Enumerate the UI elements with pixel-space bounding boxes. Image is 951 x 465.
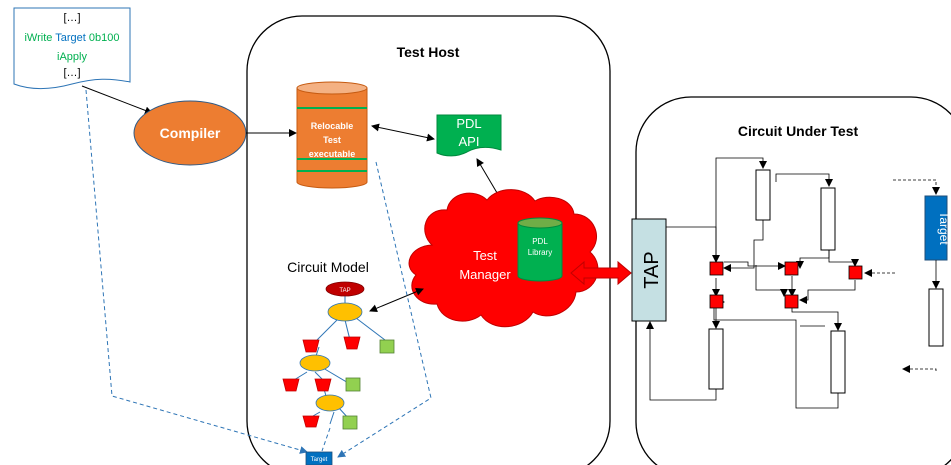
doc-value: 0b100	[89, 32, 120, 44]
target-small-label: Target	[311, 457, 328, 463]
source-document: […] iWrite Target 0b100 iApply […]	[13, 7, 131, 89]
scan-chain-4	[830, 330, 846, 394]
scan-chain-2	[755, 169, 771, 221]
exe-line-2: Test	[323, 135, 341, 145]
tree-register-node	[314, 378, 332, 392]
pdl-library-line-1: PDL	[532, 237, 548, 246]
tree-root-tap	[325, 281, 365, 297]
tree-register-node	[282, 378, 300, 392]
tap-box	[631, 218, 667, 322]
exe-line-1: Relocable	[311, 121, 354, 131]
doc-line-4: […]	[63, 67, 80, 79]
test-manager-line-2: Manager	[459, 267, 511, 282]
mux-square	[784, 261, 799, 276]
tap-label: TAP	[641, 251, 663, 288]
mux-square	[848, 265, 863, 280]
cut-title: Circuit Under Test	[738, 123, 859, 139]
doc-line-2: iWrite Target 0b100	[24, 32, 119, 44]
doc-line-1: […]	[63, 12, 80, 24]
manager-tap-double-arrow	[570, 260, 632, 286]
target-dashed-wires	[864, 179, 940, 373]
cut-wiring	[646, 157, 859, 409]
tree-mux-node	[315, 394, 345, 412]
test-manager-line-1: Test	[473, 248, 497, 263]
tree-instrument-node	[342, 415, 358, 430]
target-small-box	[305, 451, 333, 465]
mux-square	[709, 294, 724, 309]
doc-line-3: iApply	[57, 51, 87, 63]
tree-mux-node	[299, 354, 331, 372]
target-trace-lines	[85, 89, 432, 458]
circuit-model-title: Circuit Model	[287, 259, 369, 275]
doc-to-compiler-arrow	[81, 85, 153, 115]
cut-target-label: Target	[937, 211, 951, 245]
scan-chain-1	[708, 328, 724, 390]
tree-register-node	[302, 415, 320, 428]
model-manager-arrow	[369, 287, 424, 313]
scan-chain-3	[820, 187, 836, 251]
tree-register-node	[343, 336, 361, 350]
compiler-label: Compiler	[160, 125, 221, 141]
doc-cmd: iWrite	[24, 32, 52, 44]
exe-line-3: executable	[309, 149, 356, 159]
doc-target: Target	[55, 32, 86, 44]
cut-box	[635, 96, 951, 465]
tree-instrument-node	[345, 377, 361, 392]
pdl-api-line-2: API	[459, 134, 480, 149]
relocable-exe-cylinder	[296, 81, 368, 189]
exe-api-arrow	[371, 123, 435, 142]
pdl-library-line-2: Library	[528, 248, 552, 257]
tree-mux-node	[327, 302, 363, 322]
test-host-title: Test Host	[397, 44, 460, 60]
pdl-library-cylinder	[517, 217, 563, 282]
pdl-api-node	[436, 114, 502, 157]
pdl-api-line-1: PDL	[456, 116, 481, 131]
mux-square	[784, 294, 799, 309]
tree-register-node	[302, 339, 320, 353]
tree-root-label: TAP	[339, 288, 350, 294]
mux-square	[709, 261, 724, 276]
tree-instrument-node	[379, 339, 395, 354]
scan-chain-5	[928, 288, 944, 347]
